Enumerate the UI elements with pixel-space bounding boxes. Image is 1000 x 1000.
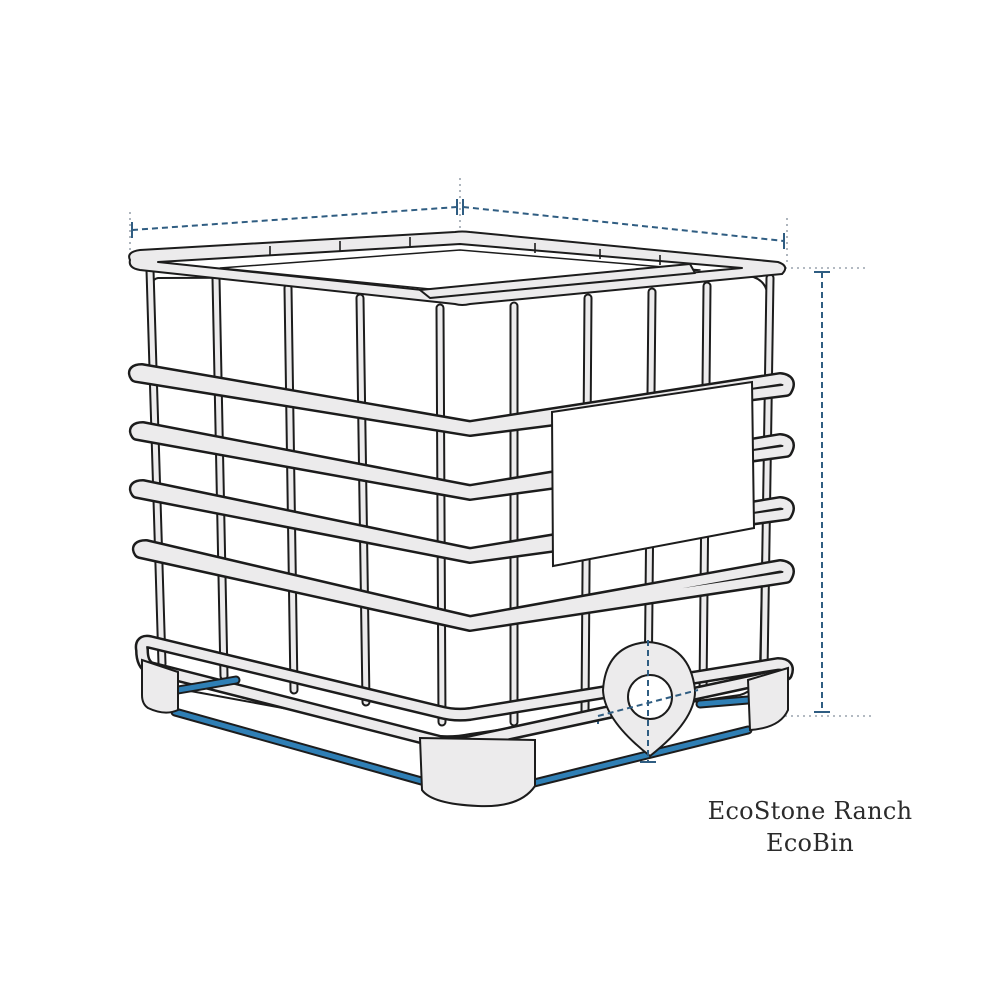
valve-opening <box>627 674 673 720</box>
cage-horizontal-rings <box>127 363 795 632</box>
top-lid-panel <box>219 249 701 293</box>
top-frame <box>128 230 787 306</box>
product-name: EcoBin <box>766 829 854 857</box>
valve-dimension-overlay <box>597 640 699 762</box>
width-dimension-line <box>131 206 458 231</box>
cage-vertical-bars <box>145 265 775 727</box>
brand-name: EcoStone Ranch <box>707 797 913 825</box>
depth-dimension-line <box>462 206 785 242</box>
pallet-foot-right <box>746 666 789 732</box>
pallet-foot-center <box>418 736 536 808</box>
top-crossbar <box>419 263 696 299</box>
pallet-rails <box>170 675 753 789</box>
pallet-foot-left <box>141 658 179 714</box>
pallet-feet <box>141 658 789 808</box>
label-plate <box>550 380 756 568</box>
top-frame-bar-stubs <box>269 237 661 265</box>
valve-outlet-icon <box>601 640 697 758</box>
